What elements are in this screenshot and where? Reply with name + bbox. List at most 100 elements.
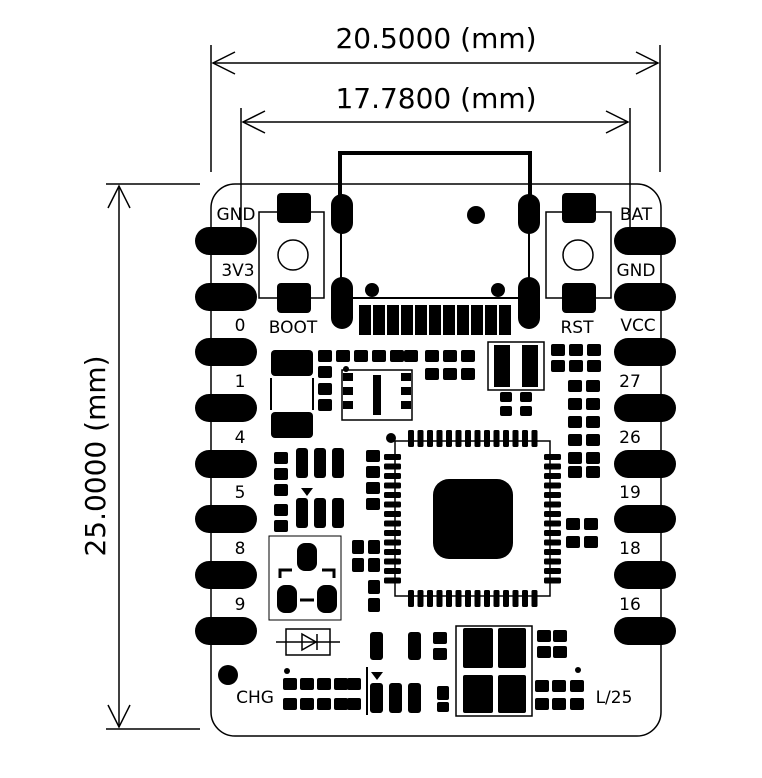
mcu-pin-pad — [493, 590, 500, 607]
reset-button-footprint: RST — [545, 193, 612, 338]
mcu-pin-pad — [544, 482, 561, 489]
mcu-pin-pad — [544, 558, 561, 565]
mcu-pin-pad — [384, 520, 401, 527]
version-label: L/25 — [596, 688, 633, 708]
mcu-pin-pad — [544, 473, 561, 479]
mcu-pin-pad — [384, 482, 401, 489]
mcu-pin-pad — [384, 463, 401, 470]
mcu-pin-pad — [384, 539, 401, 546]
pin-label-left: 4 — [235, 428, 246, 448]
pin-label-right: 16 — [619, 595, 641, 615]
pin-label-left: 5 — [235, 483, 246, 503]
mcu-pin-pad — [522, 590, 528, 607]
mcu-pin-pad — [455, 430, 462, 447]
boot-button-footprint: BOOT — [258, 193, 325, 338]
mcu-pin-pad — [384, 492, 401, 498]
pin-pad — [614, 450, 676, 478]
mcu-pin-pad — [484, 590, 490, 607]
inductor-footprint — [270, 350, 314, 438]
mcu-pin-pad — [544, 577, 561, 584]
mcu-pin-pad — [384, 577, 401, 584]
mcu-pin-pad — [384, 549, 401, 555]
mcu-pin-pad — [384, 473, 401, 479]
mcu-pin-pad — [384, 530, 401, 536]
dimension-label-height: 25.0000 (mm) — [79, 355, 112, 556]
mcu-pin-pad — [427, 430, 433, 447]
mcu-pin-pad — [436, 430, 443, 447]
left-pin-pads — [195, 227, 257, 645]
mcu-pin-pad — [455, 590, 462, 607]
left-pin-labels: GND 3V3 0 1 4 5 8 9 — [217, 205, 256, 615]
mcu-pin-pad — [408, 430, 414, 447]
pin-pad — [195, 561, 257, 589]
mcu-pin-pad — [408, 590, 414, 607]
mcu-pin-pad — [474, 590, 481, 607]
usb-connector-footprint — [331, 151, 540, 335]
pin-pad — [195, 617, 257, 645]
mcu-pin-pad — [531, 590, 538, 607]
mcu-pin-pad — [544, 463, 561, 470]
reset-button-label: RST — [561, 318, 595, 338]
pin-label-right: 27 — [619, 372, 641, 392]
pin-pad — [195, 505, 257, 533]
mcu-pin-pad — [384, 558, 401, 565]
mcu-pin-pad — [417, 430, 424, 447]
mcu-pin-pad — [544, 530, 561, 536]
sot-ic-footprint — [341, 366, 413, 421]
mcu-pin-pad — [493, 430, 500, 447]
dimension-width-pins: 17.7800 (mm) — [240, 82, 631, 240]
pin-pad — [614, 283, 676, 311]
mcu-pin-pad — [544, 492, 561, 498]
pin-label-right: BAT — [620, 205, 653, 225]
mcu-pin-pad — [465, 430, 471, 447]
pin-label-right: VCC — [620, 316, 655, 336]
pin-label-right: 19 — [619, 483, 641, 503]
main-mcu-footprint — [384, 430, 561, 607]
pin-label-right: GND — [617, 261, 656, 281]
dimension-height: 25.0000 (mm) — [79, 183, 200, 730]
pin-label-left: 9 — [235, 595, 246, 615]
mcu-pin-pad — [512, 590, 519, 607]
mcu-pin-pad — [384, 511, 401, 517]
mcu-thermal-pad — [433, 479, 513, 559]
mcu-pin-pad — [544, 454, 561, 460]
mcu-pin-pad — [384, 454, 401, 460]
mcu-pin-pad — [436, 590, 443, 607]
passive-pads-left — [274, 448, 380, 612]
mcu-pin-pad — [484, 430, 490, 447]
mcu-pin-pad — [446, 590, 452, 607]
passive-pads-top — [318, 344, 601, 411]
pin-pad — [614, 227, 676, 255]
passive-pads-right — [566, 380, 600, 548]
dimension-width-overall: 20.5000 (mm) — [210, 22, 661, 172]
mcu-pin-pad — [474, 430, 481, 447]
mcu-pin-pad — [503, 590, 509, 607]
pin-label-left: 8 — [235, 539, 246, 559]
pin-pad — [195, 394, 257, 422]
dimension-label-pin-width: 17.7800 (mm) — [335, 82, 536, 115]
mcu-pin-pad — [384, 568, 401, 574]
right-pin-pads — [614, 227, 676, 645]
mcu-pin-pad — [512, 430, 519, 447]
pin-label-left: 3V3 — [221, 261, 254, 281]
mcu-pin-pad — [544, 501, 561, 508]
mcu-pin-pad — [544, 511, 561, 517]
pin-pad — [614, 561, 676, 589]
pin-label-right: 26 — [619, 428, 641, 448]
pin-pad — [614, 338, 676, 366]
mcu-pin-pad — [544, 539, 561, 546]
mcu-pin-pad — [427, 590, 433, 607]
right-pin-labels: BAT GND VCC 27 26 19 18 16 — [617, 205, 656, 615]
crystal-footprint — [268, 535, 342, 621]
boot-button-label: BOOT — [269, 318, 318, 338]
pin-pad — [195, 450, 257, 478]
pin-pad — [614, 394, 676, 422]
pin-label-left: 1 — [235, 372, 246, 392]
charge-label: CHG — [236, 688, 274, 708]
regulator-footprint — [487, 341, 545, 416]
pin-pad — [195, 227, 257, 255]
mcu-pin-pad — [384, 501, 401, 508]
dimension-label-overall-width: 20.5000 (mm) — [335, 22, 536, 55]
pin-label-left: 0 — [235, 316, 246, 336]
mcu-pin-pad — [531, 430, 538, 447]
